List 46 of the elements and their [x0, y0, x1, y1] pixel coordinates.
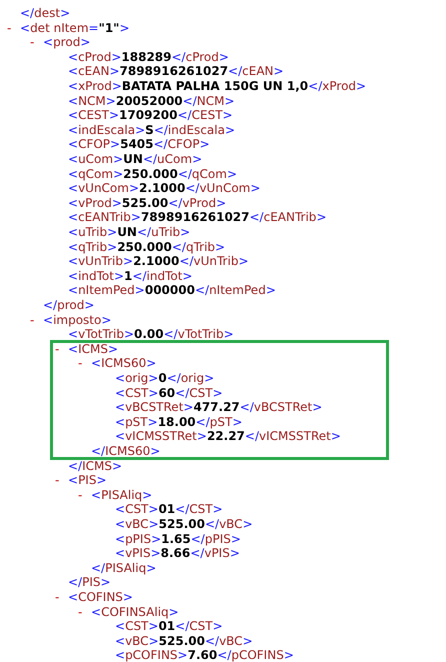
- xml-line: <pPIS>1.65</pPIS>: [115, 532, 241, 546]
- xml-line: <qCom>250.000</qCom>: [68, 166, 238, 181]
- xml-line: - <det nItem="1">: [7, 20, 130, 35]
- highlight-box: [50, 340, 389, 460]
- xml-line: <vTotTrib>0.00</vTotTrib>: [68, 327, 234, 342]
- xml-line: <xProd>BATATA PALHA 150G UN 1,0</xProd>: [68, 79, 366, 93]
- xml-line: <vBC>525.00</vBC>: [115, 517, 253, 531]
- xml-line: - <COFINSAliq>: [78, 604, 179, 619]
- xml-line: </ICMS>: [68, 458, 122, 473]
- xml-line: <CFOP>5405</CFOP>: [68, 137, 210, 152]
- xml-line: </PISAliq>: [91, 560, 156, 575]
- xml-line: <vUnTrib>2.1000</vUnTrib>: [68, 254, 249, 268]
- xml-line: <indEscala>S</indEscala>: [68, 122, 236, 137]
- xml-line: </prod>: [43, 298, 94, 312]
- xml-line: <nItemPed>000000</nItemPed>: [68, 283, 276, 298]
- xml-line: <cEAN>7898916261027</cEAN>: [68, 64, 284, 78]
- xml-line: <CST>01</CST>: [115, 502, 223, 516]
- xml-line: - <ICMS60>: [78, 356, 156, 370]
- xml-line: <vBC>525.00</vBC>: [115, 634, 253, 648]
- xml-line: <vProd>525.00</vProd>: [68, 196, 226, 210]
- xml-line: - <prod>: [30, 35, 90, 50]
- xml-line: <vBCSTRet>477.27</vBCSTRet>: [115, 400, 322, 414]
- xml-line: </ICMS60>: [91, 444, 160, 458]
- xml-line: <pCOFINS>7.60</pCOFINS>: [115, 648, 294, 662]
- xml-line: - <PISAliq>: [78, 488, 152, 502]
- xml-line: <indTot>1</indTot>: [68, 268, 192, 283]
- xml-line: <cEANTrib>7898916261027</cEANTrib>: [68, 210, 326, 224]
- xml-line: <cProd>188289</cProd>: [68, 50, 229, 64]
- xml-line: <uCom>UN</uCom>: [68, 152, 202, 166]
- xml-line: <CST>60</CST>: [115, 386, 223, 400]
- xml-line: <pST>18.00</pST>: [115, 414, 242, 429]
- xml-line: </dest>: [20, 6, 70, 20]
- xml-line: <vICMSSTRet>22.27</vICMSSTRet>: [115, 429, 341, 444]
- xml-line: </PIS>: [68, 575, 111, 590]
- xml-line: - <imposto>: [30, 312, 112, 327]
- xml-line: <vUnCom>2.1000</vUnCom>: [68, 181, 260, 196]
- xml-line: <NCM>20052000</NCM>: [68, 94, 235, 108]
- xml-line: <CEST>1709200</CEST>: [68, 108, 233, 122]
- xml-line: <uTrib>UN</uTrib>: [68, 225, 190, 239]
- xml-line: <vPIS>8.66</vPIS>: [115, 546, 240, 560]
- xml-line: <qTrib>250.000</qTrib>: [68, 240, 226, 254]
- xml-line: <CST>01</CST>: [115, 619, 223, 634]
- xml-line: - <COFINS>: [55, 590, 133, 604]
- xml-line: <orig>0</orig>: [115, 371, 214, 385]
- xml-line: - <PIS>: [55, 473, 107, 488]
- xml-line: - <ICMS>: [55, 342, 118, 356]
